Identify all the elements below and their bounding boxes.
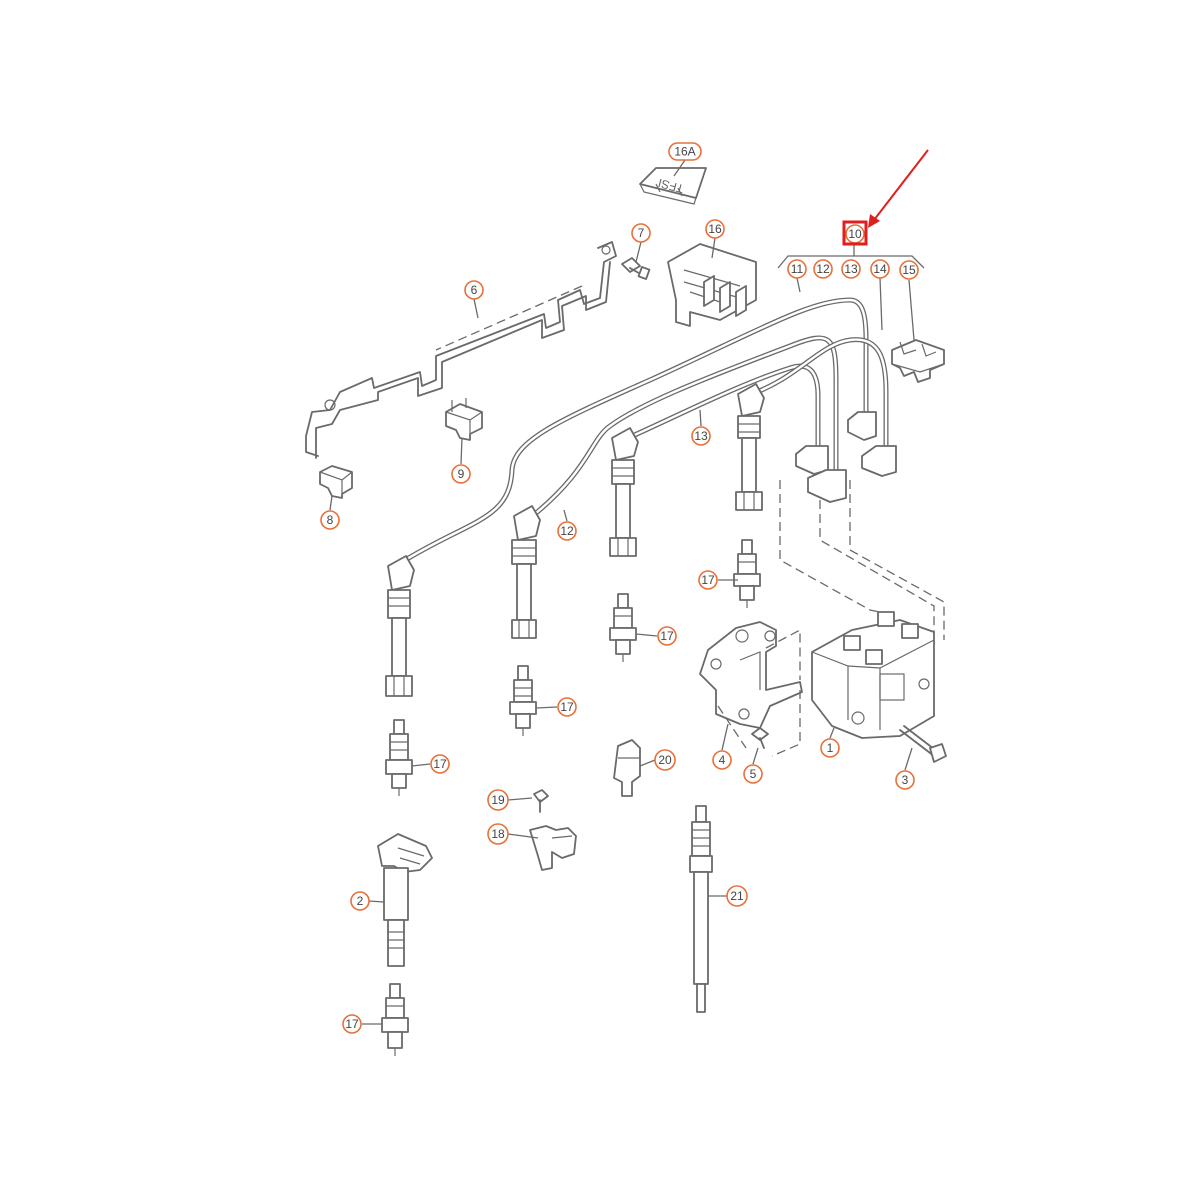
spark-plug-17-d <box>733 539 761 608</box>
svg-text:7: 7 <box>638 226 645 240</box>
highlight-arrow <box>873 149 929 221</box>
callout-8: 8 <box>320 510 340 530</box>
assembly-dash-lines <box>717 480 945 757</box>
callout-9: 9 <box>451 464 471 484</box>
svg-text:21: 21 <box>730 889 744 903</box>
svg-text:12: 12 <box>560 524 574 538</box>
pencil-ignition-coil-2 <box>377 833 433 967</box>
svg-text:17: 17 <box>701 573 715 587</box>
highlight-marker <box>842 149 929 246</box>
svg-text:20: 20 <box>658 753 672 767</box>
plug-connector-cyl4 <box>735 383 765 511</box>
cover-marking: TFSI <box>657 176 686 196</box>
svg-text:17: 17 <box>433 757 447 771</box>
harness-clip-8 <box>319 465 353 499</box>
svg-text:4: 4 <box>719 753 726 767</box>
glow-plug-21 <box>689 805 713 1013</box>
svg-text:17: 17 <box>345 1017 359 1031</box>
spark-plug-17-e <box>381 983 409 1056</box>
svg-text:1: 1 <box>827 741 834 755</box>
svg-text:16A: 16A <box>674 145 695 159</box>
callout-4: 4 <box>712 750 732 770</box>
arrow-head-icon <box>868 214 880 228</box>
callout-leaders <box>329 159 915 1025</box>
callout-17-c: 17 <box>657 626 677 646</box>
callout-2: 2 <box>350 891 370 911</box>
svg-text:10: 10 <box>848 227 862 241</box>
engine-cover-emblem-16a: TFSI <box>639 167 707 205</box>
callout-6: 6 <box>464 280 484 300</box>
bolt-3 <box>899 725 947 763</box>
callout-16: 16 <box>705 219 725 239</box>
callout-18: 18 <box>487 823 509 845</box>
ignition-cable-set <box>399 297 897 565</box>
callout-19: 19 <box>487 789 509 811</box>
harness-clip-9 <box>445 398 483 441</box>
svg-text:11: 11 <box>791 262 804 276</box>
callout-15: 15 <box>899 260 919 280</box>
svg-text:16: 16 <box>708 222 722 236</box>
plug-connector-cyl3 <box>609 427 639 557</box>
callout-12-mid: 12 <box>557 521 577 541</box>
spark-plug-17-a <box>385 719 413 796</box>
svg-text:9: 9 <box>458 467 465 481</box>
coil-bracket-4 <box>699 621 803 729</box>
callout-17-e: 17 <box>342 1014 362 1034</box>
ignition-coil-1 <box>811 611 935 739</box>
callout-3: 3 <box>895 770 915 790</box>
spark-plug-17-c <box>609 593 637 662</box>
plug-connector-cyl1 <box>385 555 415 697</box>
callout-7: 7 <box>631 223 651 243</box>
callout-17-b: 17 <box>557 697 577 717</box>
svg-text:3: 3 <box>902 773 909 787</box>
callout-12-top: 12 <box>813 259 833 279</box>
svg-text:13: 13 <box>844 262 858 276</box>
ignition-coil-connector-16 <box>667 243 757 327</box>
svg-text:2: 2 <box>357 894 364 908</box>
svg-text:14: 14 <box>873 262 887 276</box>
svg-text:8: 8 <box>327 513 334 527</box>
svg-text:13: 13 <box>694 429 708 443</box>
callout-16a: 16A <box>668 142 702 161</box>
callout-1: 1 <box>820 738 840 758</box>
highlight-box <box>842 220 868 246</box>
sensor-20 <box>613 739 641 797</box>
callout-21: 21 <box>726 885 748 907</box>
svg-text:19: 19 <box>491 793 505 807</box>
wiring-harness-rail-6 <box>305 241 617 459</box>
callout-20: 20 <box>654 749 676 771</box>
svg-text:6: 6 <box>471 283 478 297</box>
cable-holder-15 <box>891 339 945 383</box>
svg-text:12: 12 <box>816 262 830 276</box>
plug-connector-cyl2 <box>511 505 541 639</box>
callout-17-d: 17 <box>698 570 718 590</box>
svg-text:17: 17 <box>660 629 674 643</box>
sensor-18 <box>529 825 577 871</box>
svg-text:18: 18 <box>491 827 505 841</box>
callout-10: 10 <box>845 224 865 244</box>
svg-text:5: 5 <box>750 767 757 781</box>
svg-text:15: 15 <box>902 263 916 277</box>
callout-17-a: 17 <box>430 754 450 774</box>
callout-13-mid: 13 <box>691 426 711 446</box>
spark-plug-17-b <box>509 665 537 736</box>
callout-14: 14 <box>870 259 890 279</box>
bolt-5 <box>751 727 769 749</box>
svg-text:17: 17 <box>560 700 574 714</box>
callout-13-top: 13 <box>841 259 861 279</box>
bolt-19 <box>533 789 549 813</box>
callout-11: 11 <box>787 259 807 279</box>
callout-5: 5 <box>743 764 763 784</box>
